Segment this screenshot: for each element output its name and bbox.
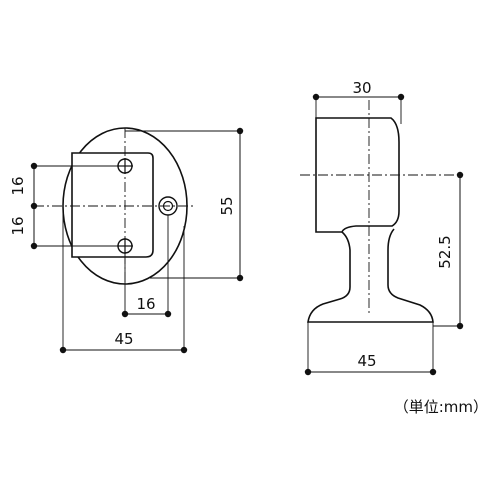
side-view: [300, 96, 461, 373]
dim-text-45-front: 45: [114, 330, 133, 348]
front-dimension-dots: [30, 127, 244, 354]
front-view: [33, 127, 241, 351]
dim-text-16-offset: 16: [136, 295, 155, 313]
side-stem-and-base: [307, 228, 434, 323]
unit-note: （単位:mm）: [393, 398, 488, 416]
dim-text-55: 55: [218, 196, 236, 215]
dim-text-30: 30: [352, 79, 371, 97]
dim-text-45-side: 45: [357, 352, 376, 370]
dim-text-52-5: 52.5: [436, 235, 454, 268]
dim-text-16-lower: 16: [9, 216, 27, 235]
side-dimension-dots: [304, 93, 464, 376]
front-mount-plate: [71, 152, 154, 258]
dim-text-16-upper: 16: [9, 176, 27, 195]
